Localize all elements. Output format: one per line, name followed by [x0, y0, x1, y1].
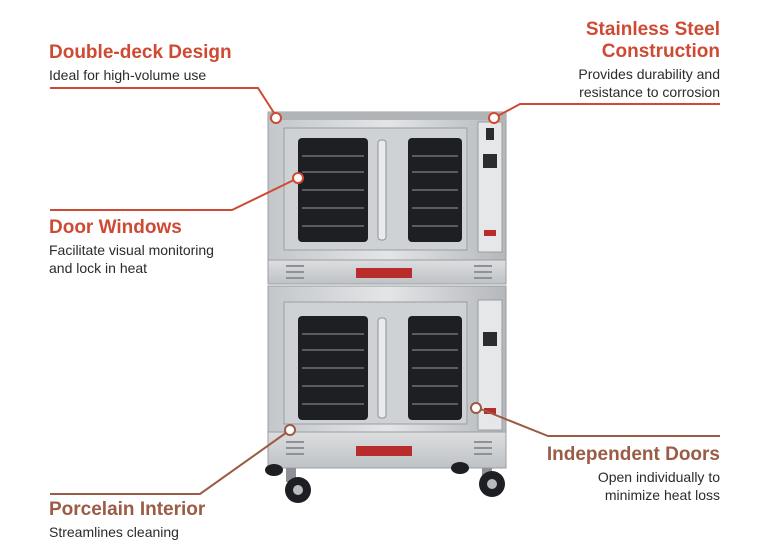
callout-title: Independent Doors	[546, 444, 720, 465]
oven-casters	[265, 462, 505, 503]
callout-dot-door-windows	[292, 172, 304, 184]
upper-brand-badge	[356, 268, 412, 278]
oven-upper-deck	[267, 111, 507, 285]
callout-title-line2: Construction	[601, 41, 720, 62]
callout-desc-line2: resistance to corrosion	[579, 84, 720, 100]
lower-brand-badge	[356, 446, 412, 456]
callout-desc-line1: Provides durability and	[578, 66, 720, 82]
callout-dot-porcelain	[284, 424, 296, 436]
callout-stainless-steel: Stainless Steel Construction Provides du…	[578, 19, 720, 101]
callout-title: Double-deck Design	[49, 42, 232, 63]
oven-lower-deck	[267, 285, 507, 469]
callout-dot-independent-doors	[470, 402, 482, 414]
callout-dot-double-deck	[270, 112, 282, 124]
callout-title: Door Windows	[49, 217, 182, 238]
callout-desc-line1: Open individually to	[597, 469, 720, 485]
callout-dot-stainless	[488, 112, 500, 124]
upper-door-handle	[377, 139, 387, 241]
callout-desc: Ideal for high-volume use	[49, 67, 207, 83]
callout-desc-line2: minimize heat loss	[604, 487, 720, 503]
callout-desc-line1: Facilitate visual monitoring	[49, 242, 214, 258]
callout-door-windows: Door Windows Facilitate visual monitorin…	[49, 217, 214, 277]
leader-lines	[50, 87, 720, 495]
callout-double-deck: Double-deck Design Ideal for high-volume…	[49, 42, 232, 84]
lower-door-handle	[377, 317, 387, 419]
callout-independent-doors: Independent Doors Open individually to m…	[547, 444, 720, 504]
callout-desc: Streamlines cleaning	[49, 524, 179, 540]
callout-title: Porcelain Interior	[49, 499, 206, 520]
callout-porcelain-interior: Porcelain Interior Streamlines cleaning	[49, 499, 205, 541]
callout-desc-line2: and lock in heat	[49, 260, 148, 276]
callout-title: Stainless Steel	[585, 19, 720, 40]
